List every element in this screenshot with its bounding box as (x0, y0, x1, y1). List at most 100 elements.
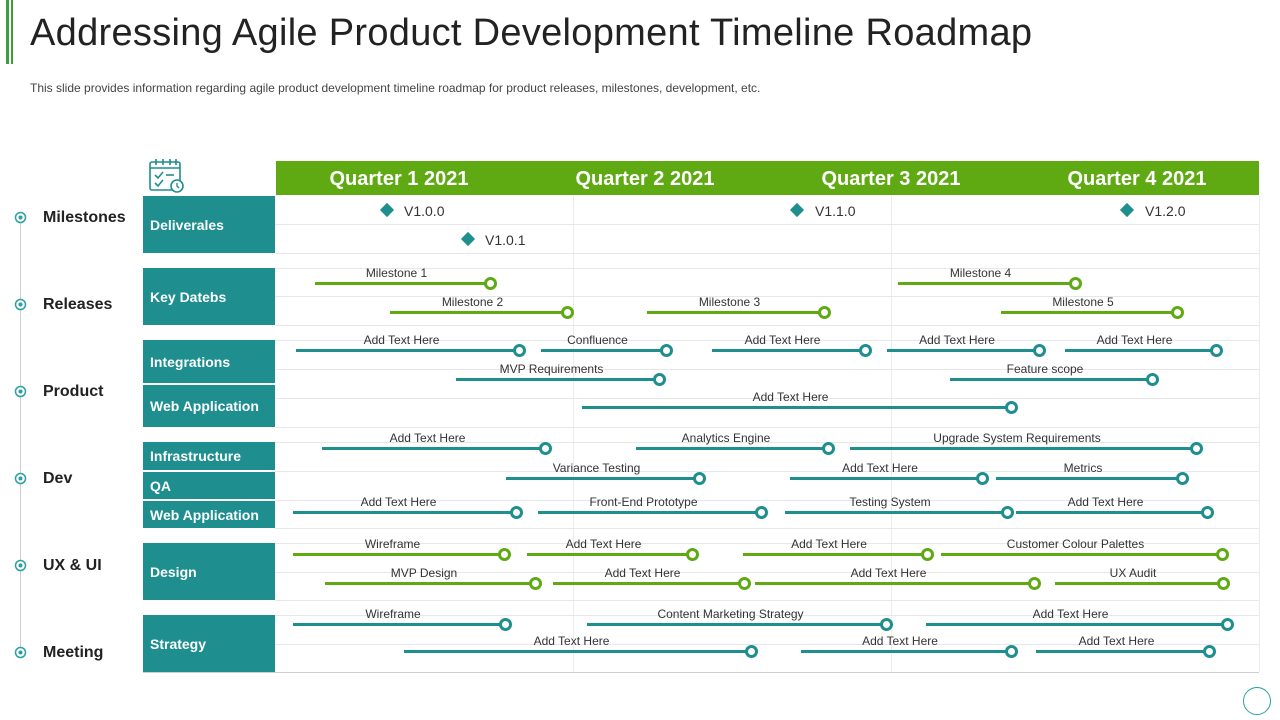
phase-dot-icon (14, 472, 27, 485)
phase-ux-ui: UX & UI (43, 557, 102, 574)
timeline-bar (322, 447, 545, 450)
timeline-bar (887, 349, 1039, 352)
quarter-header-bar (276, 161, 1259, 195)
timeline-bar-label: Add Text Here (533, 634, 610, 648)
phase-dot-icon (14, 646, 27, 659)
timeline-endpoint-icon (1217, 577, 1230, 590)
timeline-endpoint-icon (1028, 577, 1041, 590)
category-design: Design (143, 543, 275, 600)
timeline-bar (801, 650, 1011, 653)
timeline-bar-label: Add Text Here (565, 537, 642, 551)
timeline-bar-label: Add Text Here (842, 461, 918, 475)
timeline-bar (996, 477, 1182, 480)
grid-divider (573, 196, 574, 672)
timeline-endpoint-icon (818, 306, 831, 319)
deliverable-label: V1.0.0 (404, 203, 445, 219)
timeline-bar-label: Add Text Here (919, 333, 995, 347)
timeline-bar-label: Milestone 2 (441, 295, 504, 309)
timeline-bar-label: Testing System (849, 495, 931, 509)
timeline-endpoint-icon (738, 577, 751, 590)
timeline-endpoint-icon (745, 645, 758, 658)
timeline-endpoint-icon (880, 618, 893, 631)
grid-row-line (275, 615, 1259, 616)
deliverable-diamond-icon (1119, 202, 1135, 218)
timeline-endpoint-icon (660, 344, 673, 357)
phase-product: Product (43, 383, 104, 400)
timeline-endpoint-icon (653, 373, 666, 386)
timeline-endpoint-icon (1069, 277, 1082, 290)
timeline-bar-label: Milestone 4 (949, 266, 1012, 280)
phase-dot-icon (14, 211, 27, 224)
grid-row-line (275, 224, 1259, 225)
grid-row-line (275, 442, 1259, 443)
timeline-bar (587, 623, 886, 626)
grid-divider (891, 196, 892, 672)
timeline-endpoint-icon (561, 306, 574, 319)
timeline-endpoint-icon (686, 548, 699, 561)
timeline-endpoint-icon (1221, 618, 1234, 631)
timeline-endpoint-icon (1210, 344, 1223, 357)
timeline-endpoint-icon (1005, 645, 1018, 658)
timeline-bar (941, 553, 1222, 556)
timeline-bar (456, 378, 659, 381)
timeline-bar (636, 447, 828, 450)
timeline-bar (293, 511, 516, 514)
timeline-bar (790, 477, 982, 480)
timeline-bar-label: MVP Requirements (499, 362, 604, 376)
grid-row-line (275, 253, 1259, 254)
timeline-bar-label: MVP Design (390, 566, 458, 580)
phase-dev: Dev (43, 470, 73, 487)
timeline-endpoint-icon (1216, 548, 1229, 561)
timeline-bar-label: Add Text Here (1096, 333, 1173, 347)
grid-row-line (275, 500, 1259, 501)
timeline-bar (538, 511, 761, 514)
timeline-bar (1036, 650, 1209, 653)
timeline-bar-label: Milestone 5 (1052, 295, 1114, 309)
timeline-bar-label: Add Text Here (752, 390, 829, 404)
timeline-bar-label: Add Text Here (791, 537, 867, 551)
grid-row-line (275, 572, 1259, 573)
timeline-endpoint-icon (513, 344, 526, 357)
timeline-endpoint-icon (921, 548, 934, 561)
timeline-bar (582, 406, 1011, 409)
timeline-bar (1016, 511, 1207, 514)
timeline-bar (315, 282, 490, 285)
category-web-application: Web Application (143, 385, 275, 427)
category-integrations: Integrations (143, 340, 275, 383)
timeline-bar (293, 623, 505, 626)
timeline-endpoint-icon (1005, 401, 1018, 414)
deliverable-label: V1.1.0 (815, 203, 856, 219)
timeline-endpoint-icon (1171, 306, 1184, 319)
category-dev-web-application: Web Application (143, 501, 275, 528)
timeline-bar-label: Milestone 3 (698, 295, 761, 309)
phase-dot-icon (14, 559, 27, 572)
calendar-icon (148, 157, 186, 200)
page-subtitle: This slide provides information regardin… (30, 81, 761, 95)
timeline-endpoint-icon (539, 442, 552, 455)
timeline-endpoint-icon (1146, 373, 1159, 386)
grid-row-line (275, 543, 1259, 544)
timeline-bar (1065, 349, 1216, 352)
accent-bar (6, 0, 9, 64)
timeline-bar-label: Add Text Here (1067, 495, 1144, 509)
grid-row-line (275, 427, 1259, 428)
timeline-endpoint-icon (498, 548, 511, 561)
timeline-endpoint-icon (859, 344, 872, 357)
grid-row-line (275, 471, 1259, 472)
timeline-bar-label: Front-End Prototype (589, 495, 698, 509)
timeline-endpoint-icon (755, 506, 768, 519)
timeline-endpoint-icon (484, 277, 497, 290)
deliverable-label: V1.0.1 (485, 232, 526, 248)
timeline-bar (553, 582, 744, 585)
timeline-bar-label: Content Marketing Strategy (657, 607, 804, 621)
grid-row-line (275, 268, 1259, 269)
timeline-endpoint-icon (1033, 344, 1046, 357)
category-qa: QA (143, 472, 275, 499)
deliverable-diamond-icon (460, 231, 476, 247)
category-strategy: Strategy (143, 615, 275, 672)
timeline-endpoint-icon (1176, 472, 1189, 485)
timeline-endpoint-icon (529, 577, 542, 590)
timeline-bar-label: Add Text Here (1032, 607, 1109, 621)
timeline-bar (293, 553, 504, 556)
timeline-endpoint-icon (499, 618, 512, 631)
